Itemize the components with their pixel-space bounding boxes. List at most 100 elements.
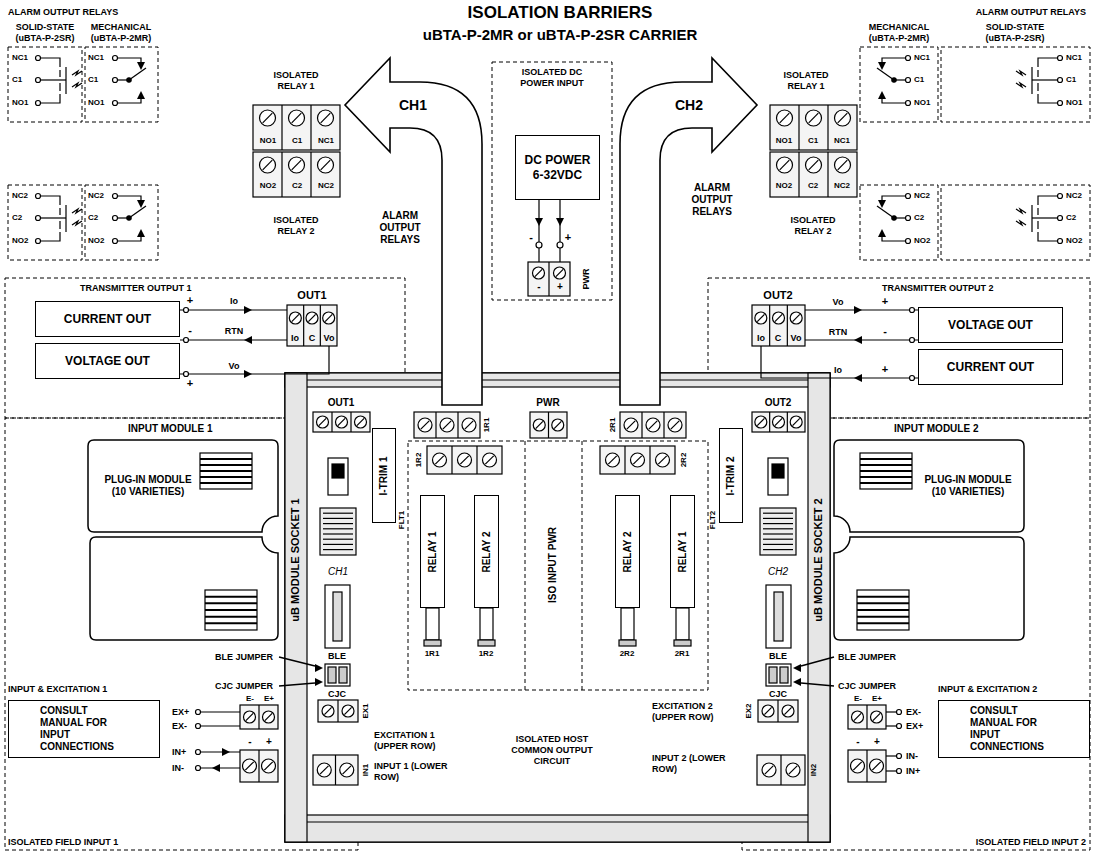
terminal-screw bbox=[323, 312, 335, 324]
module-shape bbox=[88, 440, 278, 532]
pin-label: NC2 bbox=[1066, 191, 1082, 201]
screw-slot bbox=[764, 707, 771, 714]
terminal-screw bbox=[806, 157, 822, 173]
text-label: ISOLATED HOST COMMON OUTPUT CIRCUIT bbox=[505, 734, 600, 766]
screw-slot bbox=[321, 160, 331, 170]
terminal-screw bbox=[262, 759, 276, 773]
screw-slot bbox=[264, 762, 272, 770]
output-box: VOLTAGE OUT bbox=[918, 307, 1063, 343]
screw-slot bbox=[292, 113, 302, 123]
module-outline bbox=[90, 537, 278, 640]
contact-arm bbox=[877, 206, 894, 218]
arrow-head bbox=[878, 62, 886, 70]
pin-line bbox=[857, 609, 909, 611]
pin-terminal bbox=[113, 194, 118, 199]
terminal-screw bbox=[355, 416, 367, 428]
pointer-line bbox=[801, 657, 834, 666]
arrow-head bbox=[244, 306, 252, 314]
pin-line bbox=[857, 622, 909, 624]
pin-label: Io bbox=[230, 296, 238, 307]
pin-label: Io bbox=[757, 333, 765, 344]
mosfet-channel bbox=[1037, 208, 1038, 229]
arrow-head bbox=[212, 764, 220, 772]
screw-slot bbox=[780, 113, 790, 123]
input-wire bbox=[886, 711, 897, 712]
terminal-divider bbox=[281, 105, 282, 150]
rotated-label: uB MODULE SOCKET 1 bbox=[289, 498, 302, 621]
carrier-post bbox=[285, 373, 307, 842]
terminal-block bbox=[770, 105, 857, 150]
rotated-label: EX1 bbox=[361, 703, 371, 718]
pin-label: + bbox=[882, 295, 888, 308]
screw-slot bbox=[780, 160, 790, 170]
terminal-divider bbox=[798, 105, 799, 150]
relay-wire bbox=[1038, 232, 1058, 241]
wire-terminal bbox=[184, 338, 189, 343]
terminal-divider bbox=[769, 305, 770, 346]
text-label: ALARM OUTPUT RELAYS bbox=[8, 7, 118, 18]
screw-slot bbox=[324, 707, 331, 714]
module-socket bbox=[766, 585, 791, 648]
screw-slot bbox=[671, 421, 679, 429]
terminal-divider bbox=[350, 412, 351, 432]
pin-label: 1R1 bbox=[425, 649, 440, 659]
arrow-head bbox=[556, 218, 564, 226]
terminal-divider bbox=[303, 305, 304, 346]
screw-slot bbox=[343, 766, 351, 774]
screw-slot bbox=[308, 314, 315, 321]
dip-switch bbox=[768, 458, 788, 495]
terminal-screw bbox=[340, 763, 354, 777]
terminal-screw bbox=[790, 312, 802, 324]
screw-slot bbox=[292, 160, 302, 170]
rotated-label: 2R1 bbox=[608, 418, 618, 433]
text-label: INPUT & EXCITATION 1 bbox=[8, 684, 107, 695]
terminal-divider bbox=[624, 446, 625, 474]
relay-pin bbox=[621, 608, 634, 640]
wire-terminal bbox=[196, 724, 201, 729]
terminal-divider bbox=[310, 152, 311, 197]
wire-terminal bbox=[184, 308, 189, 313]
connector-rib bbox=[323, 549, 353, 550]
relay-wire bbox=[1032, 79, 1058, 80]
module-connector bbox=[760, 508, 796, 555]
pin-label: - bbox=[856, 736, 859, 748]
arrow-head bbox=[222, 748, 230, 756]
text-label: ALARM OUTPUT RELAYS bbox=[373, 210, 428, 246]
signal-wire bbox=[189, 309, 288, 310]
pin-label: 2R2 bbox=[620, 649, 635, 659]
module-outline-group bbox=[834, 440, 1024, 532]
screw-slot bbox=[319, 418, 326, 425]
pin-label: CH2 bbox=[675, 97, 703, 114]
carrier-bottom-rail bbox=[285, 815, 830, 842]
terminal-divider bbox=[258, 705, 259, 729]
wire-terminal bbox=[536, 242, 542, 248]
mosfet-gate bbox=[65, 205, 66, 232]
box-text: CURRENT OUT bbox=[947, 360, 1034, 374]
terminal-screw bbox=[631, 453, 645, 467]
terminal-divider bbox=[780, 755, 781, 785]
relay-wire bbox=[41, 196, 61, 205]
diagram-title: ISOLATION BARRIERS bbox=[468, 3, 653, 23]
relay-wire bbox=[882, 237, 906, 241]
relay-wire bbox=[1038, 94, 1058, 103]
pin-terminal bbox=[906, 101, 911, 106]
rotated-label: 1R1 bbox=[482, 418, 492, 433]
pin-label: NC2 bbox=[834, 181, 850, 191]
terminal-block bbox=[848, 705, 886, 729]
connector-rib bbox=[763, 528, 793, 529]
pin-line bbox=[860, 476, 912, 478]
pin-label: CJC bbox=[328, 689, 346, 700]
pin-terminal bbox=[36, 216, 41, 221]
pin-label: C2 bbox=[1066, 213, 1076, 223]
terminal-screw bbox=[260, 157, 276, 173]
pin-terminal bbox=[113, 101, 118, 106]
terminal-divider bbox=[337, 700, 338, 722]
jumper bbox=[769, 667, 777, 683]
pin-label: + bbox=[565, 231, 571, 244]
terminal-block bbox=[848, 750, 886, 782]
terminal-divider bbox=[548, 412, 549, 438]
text-label: EXCITATION 1 (UPPER ROW) bbox=[374, 730, 454, 752]
screw-slot bbox=[853, 762, 861, 770]
input-wire bbox=[886, 770, 897, 771]
text-label: ISOLATED DC POWER INPUT bbox=[510, 67, 595, 89]
